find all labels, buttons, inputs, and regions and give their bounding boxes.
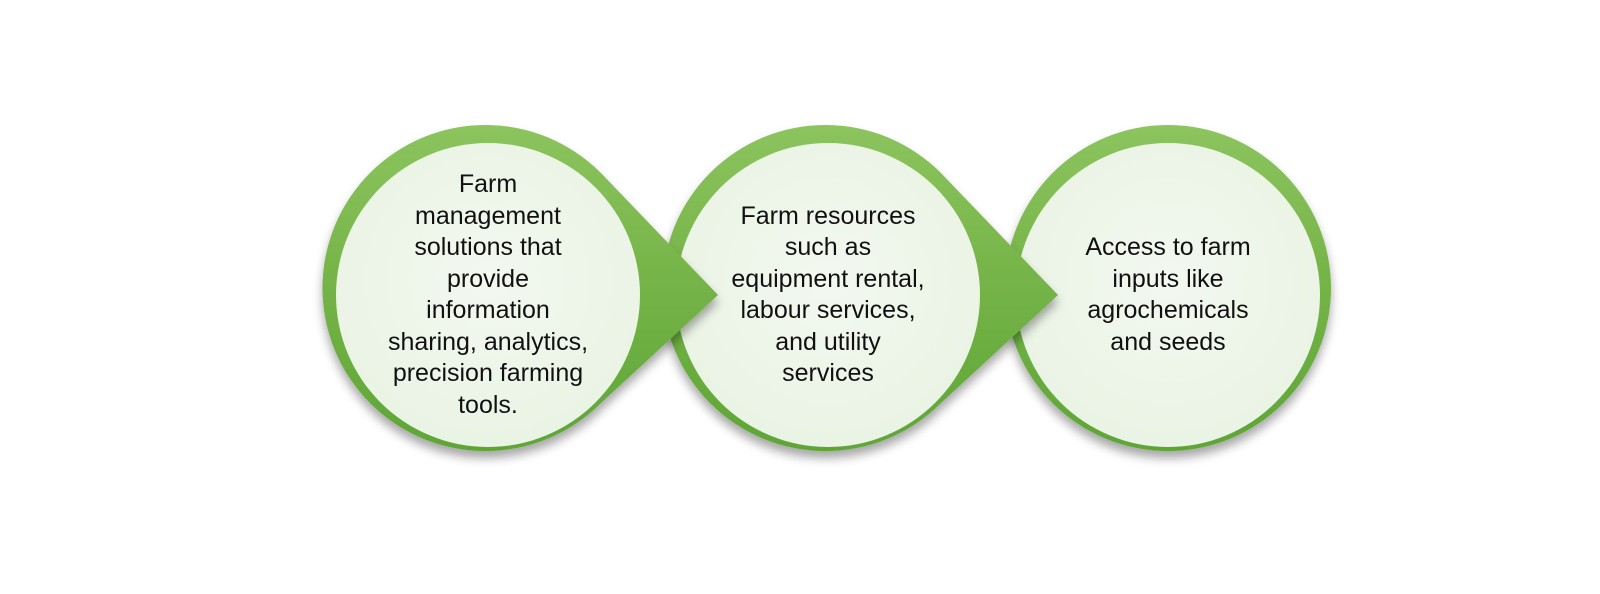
step-2-text: Farm resources such as equipment rental,… (731, 201, 925, 388)
step-3-text: Access to farm inputs like agrochemicals… (1085, 233, 1251, 356)
step-2-node (662, 124, 1058, 451)
step-1-node (322, 124, 718, 451)
step-1-text: Farm management solutions that provide i… (387, 170, 589, 419)
step-3-node (1005, 125, 1331, 451)
